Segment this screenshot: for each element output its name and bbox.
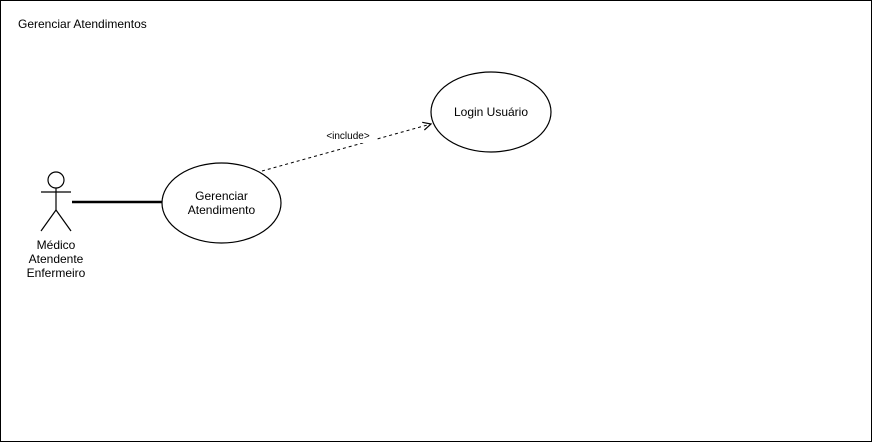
actor-label-line-1: Médico — [36, 238, 76, 252]
diagram-title: Gerenciar Atendimentos — [18, 17, 147, 31]
usecase-login-text: Login Usuário — [453, 105, 529, 119]
actor-stick-figure-icon[interactable] — [40, 171, 72, 232]
actor-label[interactable]: Médico Atendente Enfermeiro — [16, 238, 96, 280]
actor-label-line-3: Enfermeiro — [26, 266, 86, 280]
usecase-gerenciar-line-2: Atendimento — [187, 203, 256, 217]
usecase-login-ellipse[interactable] — [430, 71, 552, 153]
actor-label-line-2: Atendente — [28, 252, 84, 266]
actor-right-leg — [55, 209, 72, 232]
actor-left-leg — [40, 209, 57, 232]
actor-head — [47, 171, 65, 189]
usecase-gerenciar-ellipse[interactable] — [161, 162, 282, 244]
usecase-login-label[interactable]: Login Usuário — [431, 72, 551, 152]
include-label: <include> — [320, 131, 376, 143]
include-dependency-arrow[interactable] — [261, 124, 431, 172]
usecase-gerenciar-line-1: Gerenciar — [195, 189, 248, 203]
usecase-gerenciar-label[interactable]: Gerenciar Atendimento — [162, 163, 281, 243]
